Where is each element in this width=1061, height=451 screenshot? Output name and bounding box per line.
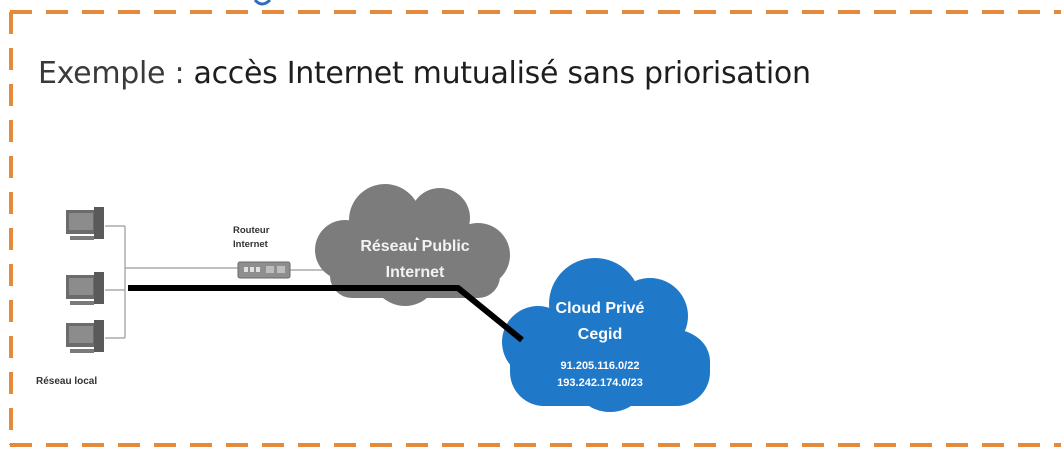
page-title: Exemple : accès Internet mutualisé sans …: [38, 56, 811, 91]
public-cloud-label-line1: Réseau Public: [360, 238, 470, 255]
private-cloud-label-line1: Cloud Privé: [555, 300, 645, 317]
internet-link-line: [128, 285, 524, 343]
private-cloud-label-line2: Cegid: [577, 326, 623, 343]
computer-icon: [66, 320, 104, 353]
lan-wiring: [105, 225, 330, 339]
router-label-line2: Internet: [233, 239, 268, 250]
title-text: accès Internet mutualisé sans priorisati…: [193, 56, 811, 91]
title-prefix: Exemple :: [38, 56, 185, 91]
private-cloud-ip-2: 193.242.174.0/23: [557, 377, 643, 389]
public-cloud-label-line2: Internet: [385, 264, 445, 281]
router-label-line1: Routeur: [233, 225, 270, 236]
computer-icon: [66, 207, 104, 240]
private-cloud-ip-1: 91.205.116.0/22: [560, 360, 640, 372]
router-icon: [237, 261, 291, 279]
private-cloud-cegid: [502, 258, 710, 412]
computer-icon: [66, 272, 104, 305]
local-network-label: Réseau local: [36, 376, 98, 387]
